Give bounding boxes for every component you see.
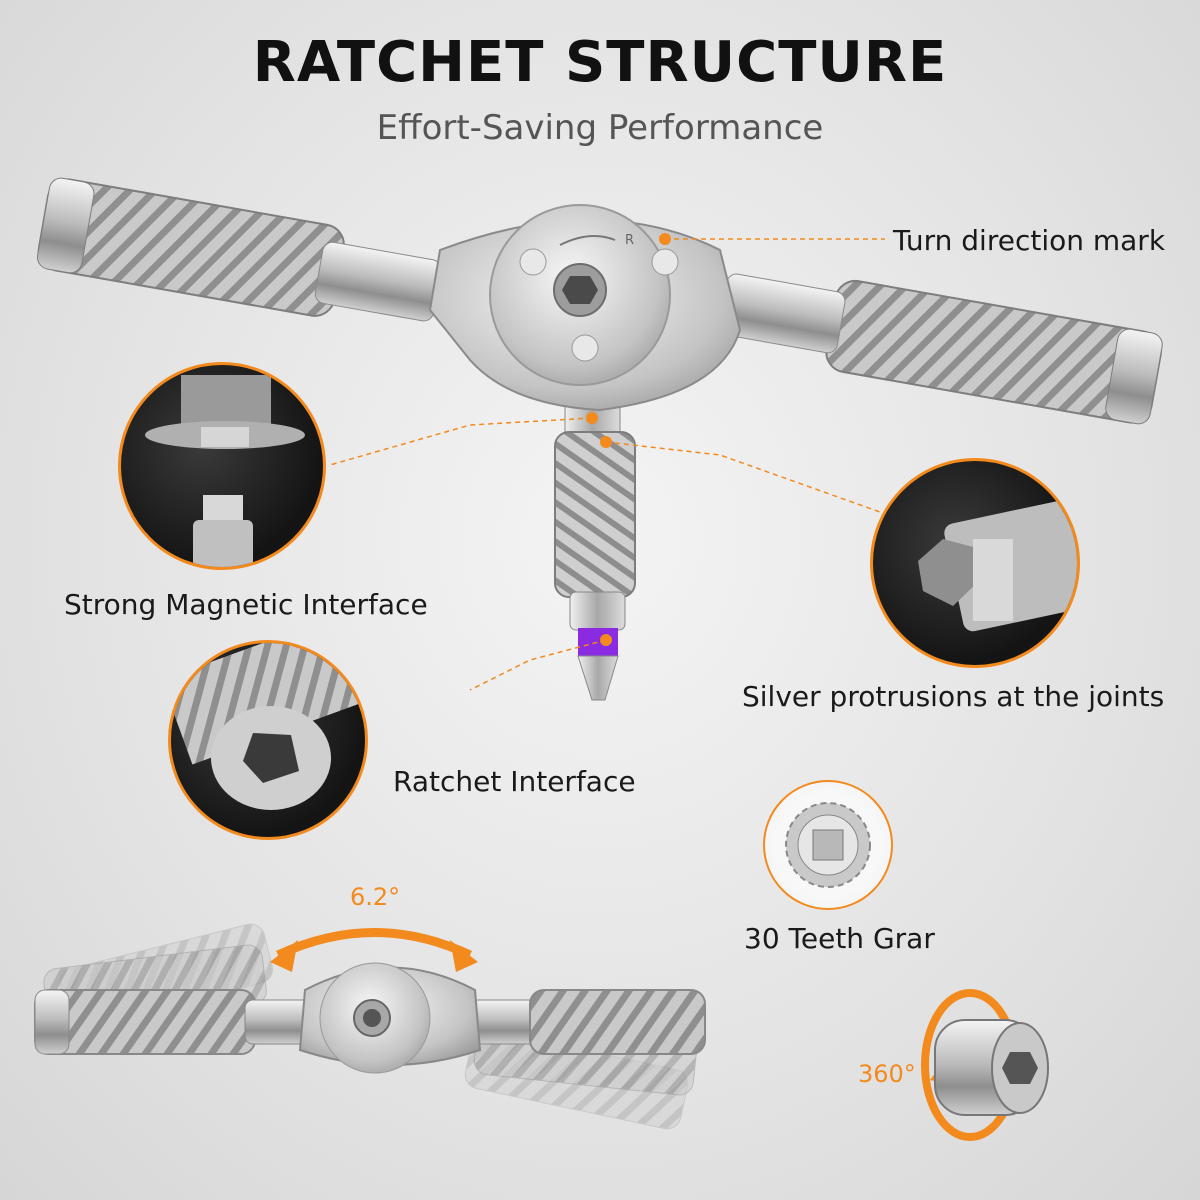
page-subtitle: Effort-Saving Performance [376, 108, 824, 148]
left-handle [36, 177, 442, 322]
ratchet-hub: R [428, 204, 742, 412]
magnetic-interface-detail [118, 362, 326, 570]
callout-dots [586, 233, 671, 646]
vertical-shaft [554, 394, 636, 701]
silver-protrusions-label: Silver protrusions at the joints [742, 680, 1165, 713]
leader-lines [329, 238, 885, 691]
turn-direction-label: Turn direction mark [893, 224, 1166, 257]
right-handle [718, 273, 1163, 425]
swing-illustration [34, 923, 706, 1130]
silver-protrusions-detail [870, 458, 1080, 668]
ratchet-interface-label: Ratchet Interface [393, 765, 636, 798]
socket-rotation-illustration [921, 989, 1049, 1141]
swing-angle-label: 6.2° [350, 883, 401, 911]
ratchet-interface-detail [168, 640, 368, 840]
dial-mark: R [625, 233, 634, 248]
magnetic-interface-label: Strong Magnetic Interface [64, 588, 428, 621]
gear-detail [763, 780, 893, 910]
page-title: RATCHET STRUCTURE [252, 30, 948, 95]
gear-label: 30 Teeth Grar [744, 922, 935, 955]
rotation-angle-label: 360° [858, 1060, 916, 1088]
